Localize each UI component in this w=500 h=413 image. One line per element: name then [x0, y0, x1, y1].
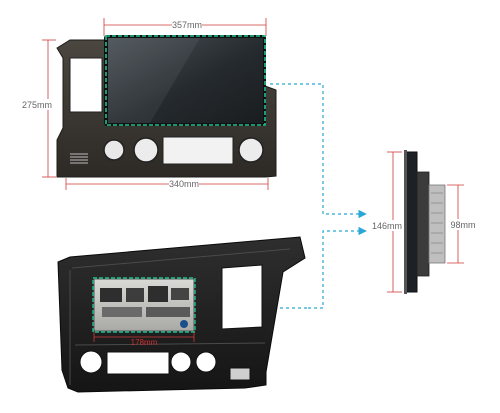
back-knob-hole-right — [195, 351, 217, 373]
side-chassis — [416, 171, 430, 277]
front-knob-left — [103, 139, 125, 161]
front-vent — [70, 153, 88, 164]
back-display-cutout — [106, 351, 170, 375]
back-unit-highlight — [92, 277, 196, 333]
side-height-label: 146mm — [372, 221, 402, 231]
back-knob-hole-middle — [170, 351, 192, 373]
side-height-dimension: 146mm — [371, 151, 403, 293]
back-right-window — [221, 264, 263, 330]
back-frame-ribs — [69, 248, 291, 385]
front-view-unit — [56, 35, 277, 178]
side-heatsink — [428, 184, 446, 264]
back-view-frame — [57, 236, 306, 393]
front-screen-highlight — [105, 35, 266, 126]
front-width-dimension: 357mm — [103, 18, 267, 36]
side-depth-dimension: 98mm — [447, 184, 477, 264]
front-height-dimension: 275mm — [22, 39, 56, 178]
back-unit-board — [93, 278, 195, 332]
side-heatsink-fins — [431, 192, 443, 254]
back-unit-connectors — [100, 286, 190, 328]
front-height-label: 275mm — [22, 100, 52, 110]
front-screen-glare — [108, 38, 200, 123]
back-unit-width-dimension: 178mm — [93, 332, 195, 347]
front-screen — [108, 38, 263, 123]
front-knob-right — [238, 137, 264, 163]
front-left-recess — [69, 57, 103, 113]
side-screen-edge — [404, 150, 407, 294]
front-knob-middle — [133, 137, 159, 163]
back-unit-width-label: 178mm — [131, 338, 158, 347]
side-depth-label: 98mm — [450, 220, 475, 230]
front-width-label: 357mm — [172, 20, 202, 30]
side-view-unit — [404, 150, 446, 294]
back-vent-cutout — [229, 367, 251, 381]
front-climate-window — [162, 136, 234, 165]
frame-bottom-width-label: 340mm — [169, 179, 199, 189]
back-knob-hole-left — [79, 350, 103, 374]
frame-bottom-width-dimension: 340mm — [65, 178, 269, 190]
